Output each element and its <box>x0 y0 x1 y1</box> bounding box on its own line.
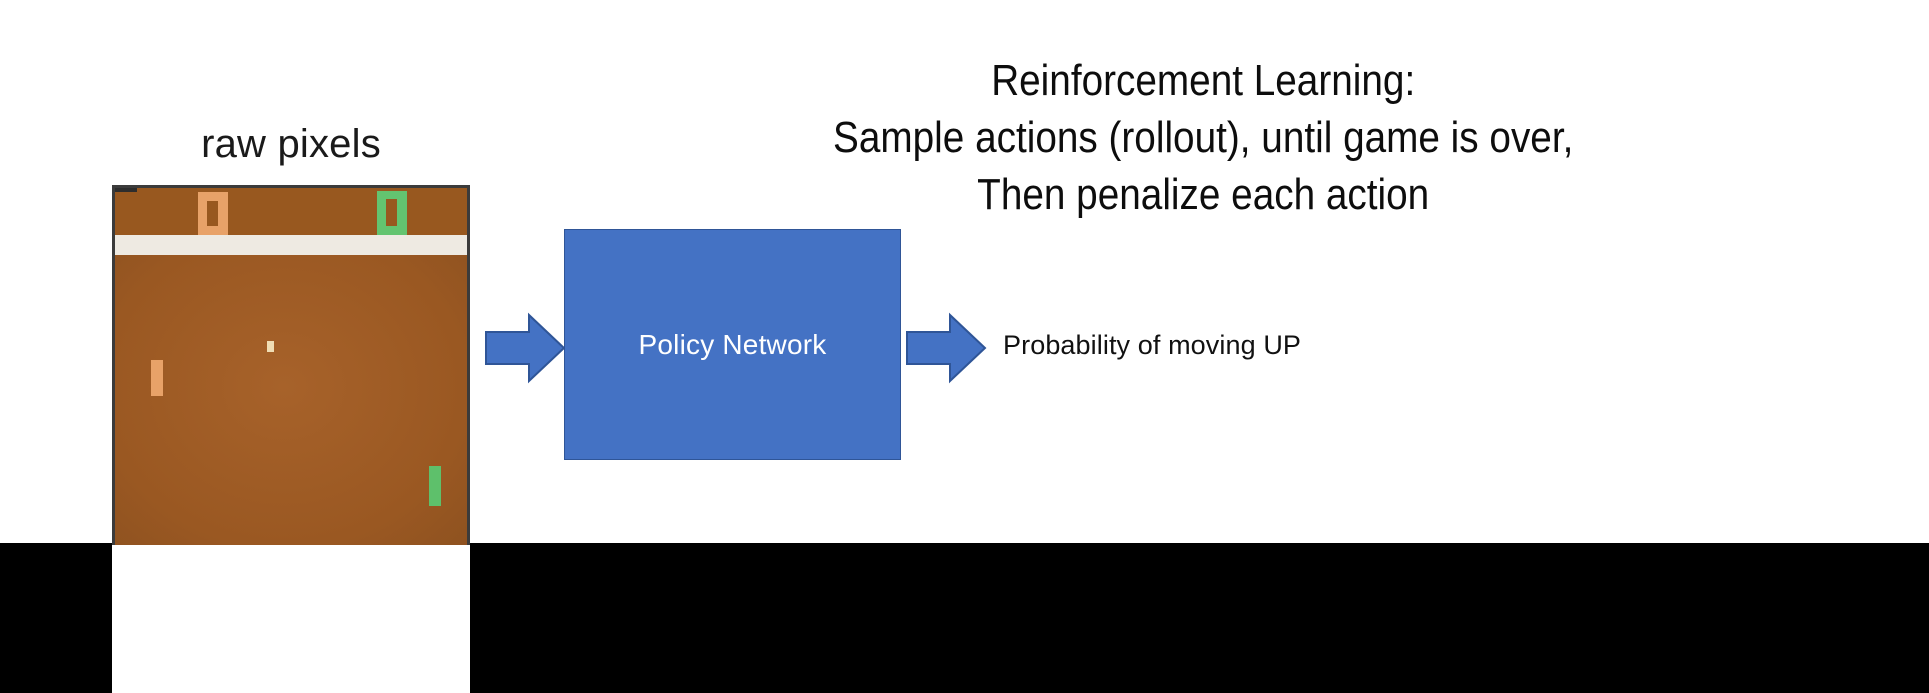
pong-divider-line <box>115 235 467 255</box>
bottom-black-bar-left <box>0 543 112 693</box>
heading-line-2: Sample actions (rollout), until game is … <box>833 113 1574 163</box>
pong-top-nick <box>115 188 137 192</box>
pong-paddle-left <box>151 360 163 396</box>
pong-ball <box>267 341 274 352</box>
output-probability-label: Probability of moving UP <box>1003 330 1302 360</box>
output-arrow-icon <box>906 312 987 384</box>
raw-pixels-caption: raw pixels <box>201 122 381 166</box>
pong-play-field <box>115 255 467 545</box>
pong-score-right <box>377 191 407 235</box>
input-arrow-icon <box>485 312 566 384</box>
heading-block: Reinforcement Learning: Sample actions (… <box>640 52 1766 224</box>
pong-game-screenshot <box>112 185 470 545</box>
pong-paddle-right <box>429 466 441 506</box>
pong-score-left <box>198 192 228 235</box>
pong-score-band <box>115 188 467 235</box>
pong-score-left-hole <box>207 201 218 226</box>
policy-network-box: Policy Network <box>564 229 901 460</box>
bottom-black-bar-right <box>470 543 1929 693</box>
pong-score-right-hole <box>386 199 397 226</box>
heading-line-1: Reinforcement Learning: <box>991 56 1416 105</box>
policy-network-label: Policy Network <box>638 328 827 360</box>
heading-line-3: Then penalize each action <box>977 170 1430 220</box>
